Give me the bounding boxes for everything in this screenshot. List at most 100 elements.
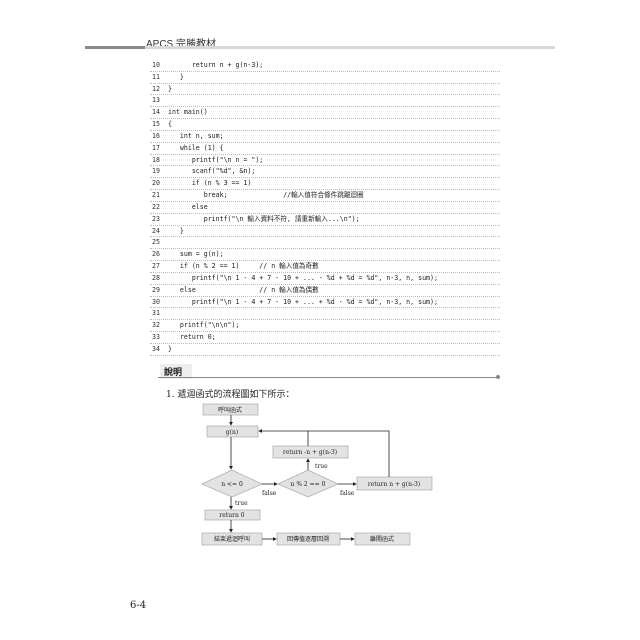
code-line: 13 <box>150 95 500 108</box>
line-number: 16 <box>152 131 160 140</box>
line-number: 19 <box>152 167 160 176</box>
line-number: 23 <box>152 214 160 223</box>
box-return-pos <box>356 476 433 491</box>
code-line: 19 scanf("%d", &n); <box>150 166 500 179</box>
line-number: 11 <box>152 72 160 81</box>
line-number: 21 <box>152 191 160 200</box>
code-line: 24 } <box>150 226 500 238</box>
code-line: 14 int main() <box>150 107 500 120</box>
line-number: 30 <box>152 297 160 306</box>
box-leave <box>354 532 411 546</box>
code-line: 22 else <box>150 202 500 214</box>
line-number: 32 <box>152 321 160 330</box>
code-line: 12} <box>150 84 500 96</box>
section-heading: 說明 <box>160 364 193 379</box>
label-end: 結束遞迴呼叫 <box>214 535 250 543</box>
code-line: 32 printf("\n\n"); <box>150 320 500 333</box>
label-leave: 離開函式 <box>370 535 394 543</box>
code-text: { <box>168 120 172 129</box>
code-text: while (1) { <box>168 143 224 152</box>
code-line: 25 <box>150 237 500 250</box>
code-text: int main() <box>168 108 208 117</box>
line-number: 29 <box>152 285 160 294</box>
section-rule-dot <box>496 375 500 379</box>
code-line: 27 if (n % 2 == 1) // n 輸入值為奇數 <box>150 261 500 273</box>
code-text: if (n % 2 == 1) // n 輸入值為奇數 <box>168 262 319 271</box>
label-call: 呼叫函式 <box>218 406 242 414</box>
code-line: 15{ <box>150 119 500 131</box>
code-text: printf("\n\n"); <box>168 321 240 330</box>
code-line: 34} <box>150 344 500 356</box>
line-number: 17 <box>152 143 160 152</box>
code-line: 10 return n + g(n-3); <box>150 60 500 72</box>
line-number: 22 <box>152 202 160 211</box>
code-line: 33 return 0; <box>150 332 500 344</box>
code-line: 29 else // n 輸入值為偶數 <box>150 285 500 297</box>
label-true-1: true <box>235 500 248 507</box>
code-text: break; //輸入值符合條件跳離迴圈 <box>168 191 364 200</box>
code-line: 16 int n, sum; <box>150 131 500 143</box>
label-return-pos: return n + g(n-3) <box>368 481 420 488</box>
line-number: 12 <box>152 84 160 93</box>
line-number: 25 <box>152 238 160 247</box>
code-line: 20 if (n % 3 == 1) <box>150 178 500 191</box>
code-text: } <box>168 226 184 235</box>
code-text: scanf("%d", &n); <box>168 167 256 176</box>
label-false-2: false <box>340 490 355 497</box>
code-text: } <box>168 344 172 353</box>
page-number: 6-4 <box>130 600 147 611</box>
box-gn <box>206 425 259 438</box>
code-text: printf("\n n = "); <box>168 155 264 164</box>
running-header: APCS 完勝教材 <box>146 39 217 50</box>
box-return-0 <box>204 509 261 521</box>
line-number: 31 <box>152 309 160 318</box>
code-line: 28 printf("\n 1 - 4 + 7 - 10 + ... - %d … <box>150 273 500 285</box>
header-rule <box>145 46 555 49</box>
code-text: printf("\n 1 - 4 + 7 - 10 + ... + %d - %… <box>168 297 438 306</box>
code-line: 18 printf("\n n = "); <box>150 155 500 167</box>
line-number: 14 <box>152 108 160 117</box>
code-line: 11 } <box>150 72 500 84</box>
code-text: else // n 輸入值為偶數 <box>168 285 319 294</box>
code-text: printf("\n 1 - 4 + 7 - 10 + ... - %d + %… <box>168 273 438 282</box>
label-return-0: return 0 <box>219 512 244 519</box>
code-text: } <box>168 72 184 81</box>
box-return-neg <box>272 445 349 459</box>
code-text: return n + g(n-3); <box>168 61 264 69</box>
code-line: 30 printf("\n 1 - 4 + 7 - 10 + ... + %d … <box>150 297 500 309</box>
code-text: return 0; <box>168 333 216 342</box>
line-number: 20 <box>152 179 160 188</box>
code-line: 21 break; //輸入值符合條件跳離迴圈 <box>150 190 500 202</box>
label-d2: n % 2 == 0 <box>291 481 326 488</box>
explanation-item: 1. 遞迴函式的流程圖如下所示： <box>166 390 295 400</box>
code-line: 23 printf("\n 輸入資料不符, 請重新輸入...\n"); <box>150 214 500 226</box>
line-number: 24 <box>152 226 160 235</box>
code-line: 17 while (1) { <box>150 143 500 155</box>
label-d1: n <= 0 <box>221 481 243 488</box>
label-return-neg: return -n + g(n-3) <box>283 449 337 456</box>
label-true-2: true <box>315 463 328 470</box>
code-text: int n, sum; <box>168 131 224 140</box>
line-number: 33 <box>152 333 160 342</box>
line-number: 26 <box>152 250 160 259</box>
section-rule <box>158 377 498 378</box>
code-line: 26 sum = g(n); <box>150 249 500 262</box>
label-back: 回傳值逐層回溯 <box>287 535 329 543</box>
line-number: 10 <box>152 61 160 69</box>
code-text: printf("\n 輸入資料不符, 請重新輸入...\n"); <box>168 214 360 223</box>
code-text: if (n % 3 == 1) <box>168 179 252 188</box>
code-line: 31 <box>150 308 500 321</box>
line-number: 18 <box>152 155 160 164</box>
line-number: 13 <box>152 96 160 105</box>
line-number: 28 <box>152 273 160 282</box>
line-number: 34 <box>152 344 160 353</box>
code-text: } <box>168 84 172 93</box>
label-gn: g(n) <box>226 429 238 436</box>
header-bar <box>85 46 145 49</box>
box-call <box>202 403 259 416</box>
line-number: 27 <box>152 262 160 271</box>
code-text: else <box>168 202 208 211</box>
